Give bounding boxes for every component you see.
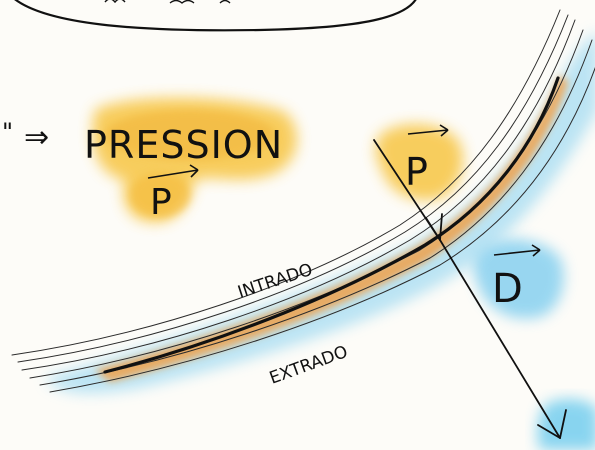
top-bubble-outline <box>10 0 418 30</box>
pression-vector-symbol: P <box>150 182 172 223</box>
implies-arrow: ⇒ <box>24 120 49 155</box>
top-bubble-scribble <box>105 0 230 3</box>
pression-title: PRESSION <box>84 123 283 167</box>
force-vector-symbol: P <box>405 150 428 194</box>
left-edge-mark: " <box>2 118 13 146</box>
arch-blue-wash <box>45 30 595 393</box>
d-vector-symbol: D <box>492 266 523 312</box>
blue-corner-wash <box>538 399 595 450</box>
